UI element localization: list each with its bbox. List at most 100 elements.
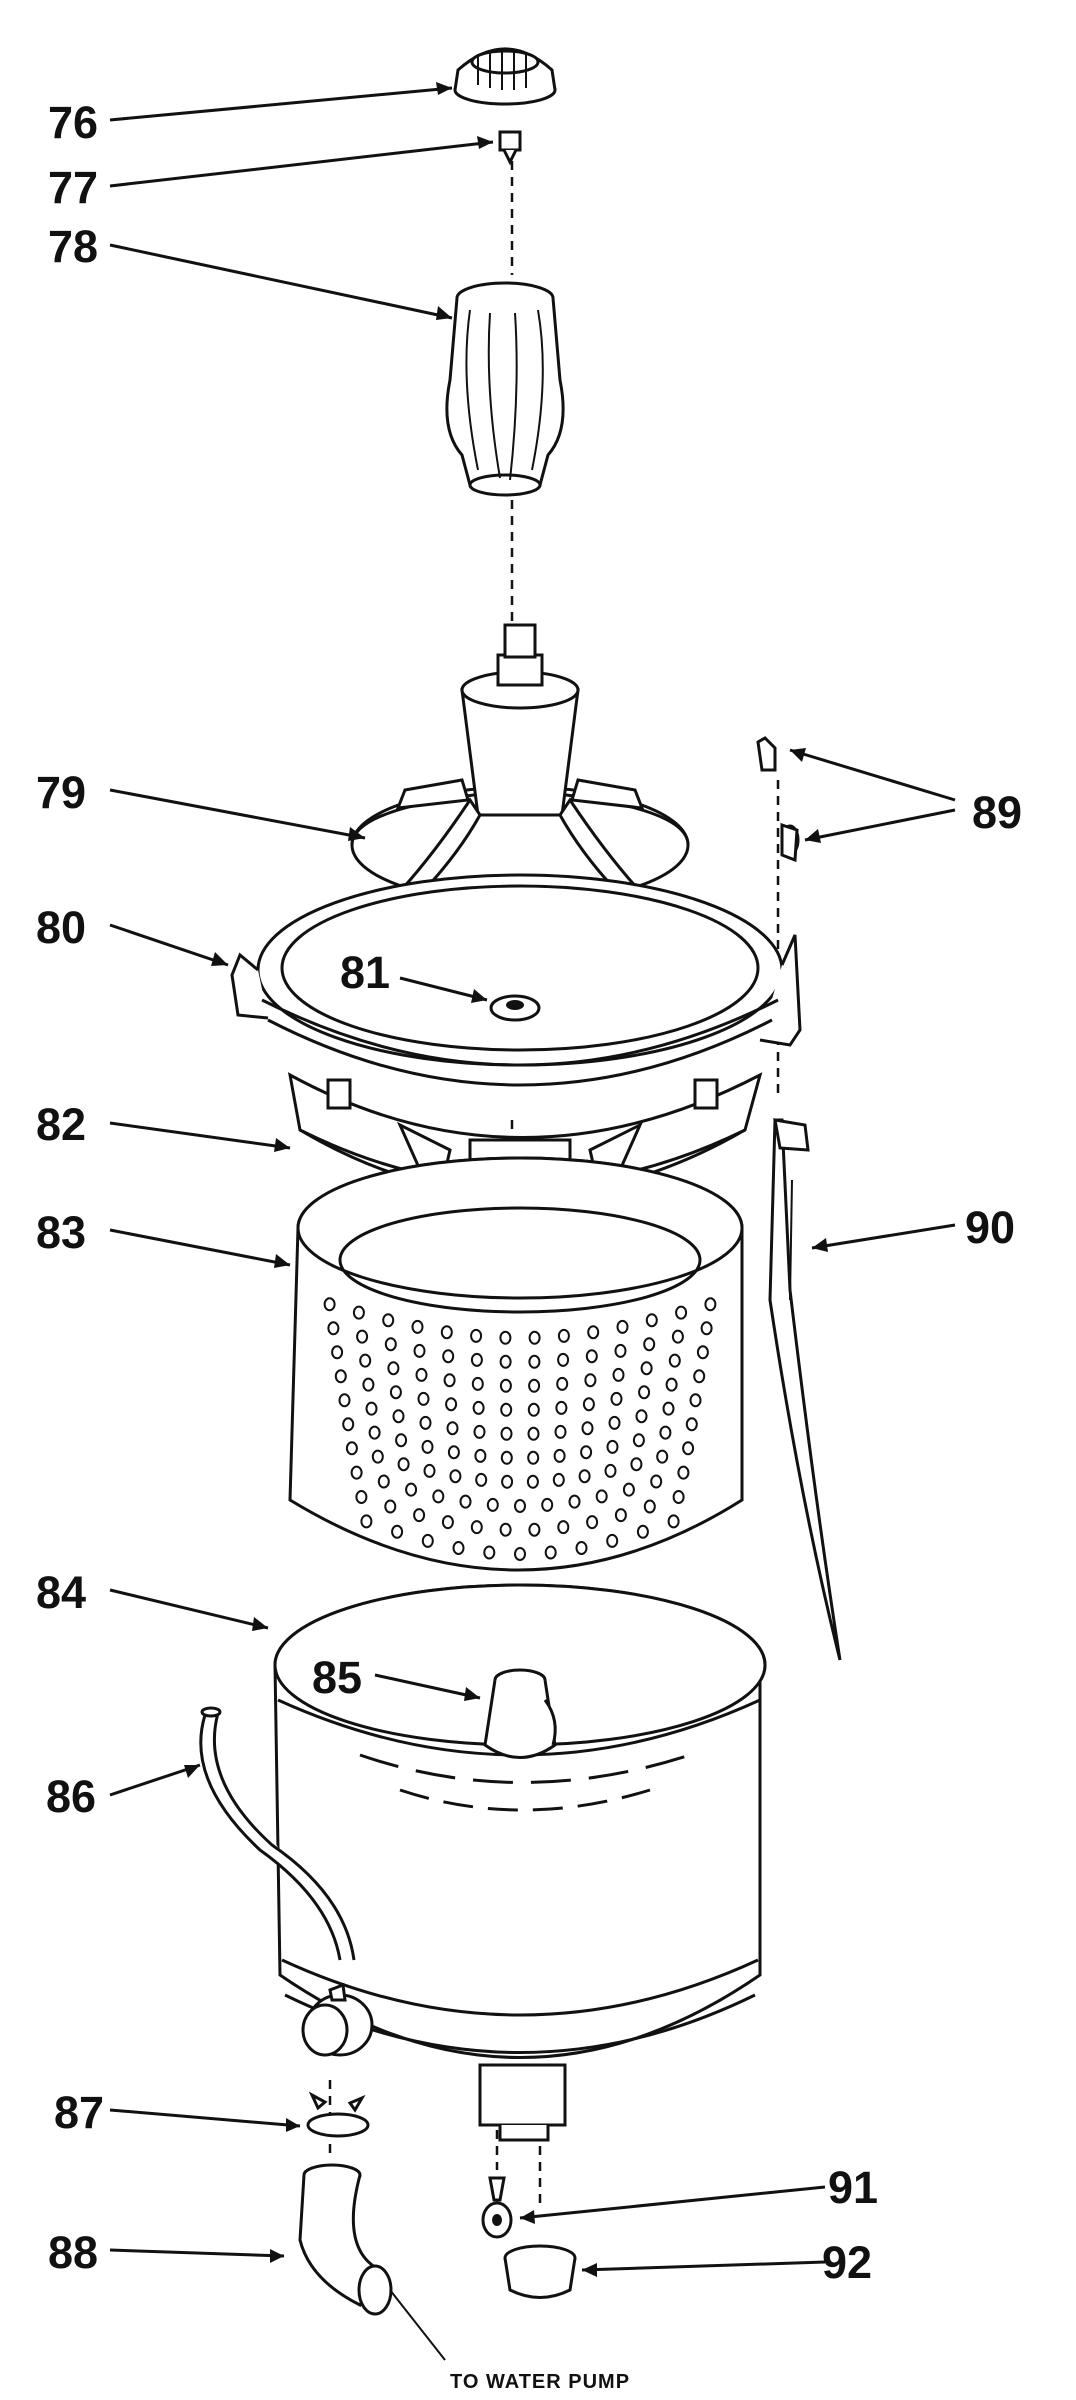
- perforation-hole: [356, 1329, 369, 1344]
- perforation-hole: [499, 1378, 512, 1393]
- water-pump-caption: TO WATER PUMP: [450, 2371, 630, 2393]
- perforation-hole: [486, 1497, 499, 1512]
- perforation-hole: [700, 1321, 713, 1336]
- perforation-hole: [470, 1520, 483, 1535]
- agitator: [350, 623, 690, 907]
- perforation-hole: [449, 1469, 462, 1484]
- cap-fastener: [498, 130, 522, 166]
- perforation-hole: [371, 1449, 384, 1464]
- perforation-hole: [612, 1367, 625, 1382]
- perforation-hole: [610, 1391, 623, 1406]
- perforation-hole: [568, 1494, 581, 1509]
- perforation-hole: [622, 1482, 635, 1497]
- perforation-hole: [595, 1489, 608, 1504]
- perforation-hole: [473, 1424, 486, 1439]
- perforation-hole: [650, 1474, 663, 1489]
- perforation-hole: [447, 1445, 460, 1460]
- leader-lines: [109, 82, 956, 2361]
- perforation-hole: [696, 1345, 709, 1360]
- perforation-hole: [544, 1545, 557, 1560]
- perforation-hole: [665, 1377, 678, 1392]
- perforation-hole: [662, 1401, 675, 1416]
- perforation-hole: [470, 1328, 483, 1343]
- perforation-hole: [368, 1425, 381, 1440]
- callout-89: 89: [972, 787, 1022, 838]
- clips: [756, 736, 800, 863]
- perforation-hole: [672, 1490, 685, 1504]
- agitator-cap: [453, 47, 557, 106]
- perforation-hole: [643, 1337, 656, 1352]
- perforation-hole: [527, 1426, 540, 1441]
- perforation-hole: [554, 1424, 567, 1439]
- perforation-hole: [606, 1533, 619, 1548]
- perforation-hole: [471, 1376, 484, 1391]
- perforation-hole: [413, 1508, 426, 1523]
- mounting-screw: [481, 2176, 513, 2239]
- perforation-hole: [632, 1433, 645, 1448]
- perforation-hole: [499, 1522, 512, 1537]
- callout-86: 86: [46, 1771, 96, 1822]
- perforation-hole: [442, 1349, 455, 1364]
- perforation-hole: [514, 1547, 526, 1561]
- perforation-hole: [528, 1330, 541, 1345]
- callout-88: 88: [48, 2227, 98, 2278]
- perforation-hole: [323, 1297, 336, 1312]
- perforation-hole: [514, 1499, 526, 1513]
- perforation-hole: [677, 1465, 690, 1480]
- perforation-hole: [668, 1353, 681, 1368]
- perforation-hole: [362, 1377, 375, 1392]
- perforation-hole: [552, 1472, 565, 1487]
- perforation-hole: [581, 1421, 594, 1436]
- perforation-hole: [392, 1409, 405, 1424]
- tub-ring: [230, 873, 802, 1087]
- callout-85: 85: [312, 1652, 362, 1703]
- callout-79: 79: [36, 767, 86, 818]
- callout-77: 77: [48, 162, 98, 213]
- callout-80: 80: [36, 902, 86, 953]
- hub-nut: [489, 994, 541, 1022]
- callout-84: 84: [36, 1567, 86, 1618]
- perforation-hole: [365, 1401, 378, 1416]
- perforation-hole: [500, 1402, 513, 1417]
- drain-tube: [768, 1118, 842, 1661]
- perforation-hole: [608, 1415, 621, 1430]
- perforation-hole: [384, 1337, 397, 1352]
- perforation-hole: [584, 1373, 597, 1388]
- perforation-hole: [667, 1514, 680, 1529]
- perforation-hole: [580, 1445, 593, 1460]
- callout-82: 82: [36, 1099, 86, 1150]
- perforation-hole: [452, 1541, 465, 1555]
- perforation-hole: [382, 1313, 395, 1328]
- perforation-hole: [331, 1345, 344, 1360]
- perforation-hole: [391, 1524, 404, 1539]
- perforation-hole: [636, 1524, 649, 1539]
- perforation-hole: [556, 1376, 569, 1391]
- callout-labels: 76 77 78 79 80 81 82 83 84 85 86 87 88 8…: [36, 97, 1022, 2393]
- perforation-hole: [582, 1397, 595, 1412]
- perforation-hole: [441, 1515, 454, 1530]
- perforation-hole: [630, 1457, 643, 1472]
- tub-hose: [199, 1706, 356, 1961]
- perforation-hole: [682, 1441, 695, 1456]
- perforation-hole: [585, 1349, 598, 1364]
- perforation-hole: [501, 1474, 514, 1489]
- perforation-hole: [586, 1515, 599, 1530]
- perforation-hole: [432, 1489, 445, 1504]
- perforation-hole: [645, 1313, 658, 1328]
- perforation-hole: [397, 1457, 410, 1472]
- perforation-hole: [557, 1352, 570, 1367]
- perforation-hole: [445, 1397, 458, 1412]
- perforation-hole: [411, 1319, 424, 1334]
- perforation-hole: [352, 1305, 365, 1320]
- perforation-hole: [483, 1545, 496, 1560]
- perforation-hole: [413, 1343, 426, 1358]
- perforation-hole: [675, 1305, 688, 1320]
- perforation-hole: [527, 1402, 540, 1417]
- bottom-cap: [503, 2244, 577, 2299]
- perforation-hole: [704, 1297, 717, 1312]
- agitator-barrel: [445, 281, 565, 497]
- perforation-hole: [419, 1415, 432, 1430]
- perforation-hole: [387, 1361, 400, 1376]
- perforation-hole: [355, 1490, 368, 1504]
- perforation-hole: [342, 1417, 355, 1432]
